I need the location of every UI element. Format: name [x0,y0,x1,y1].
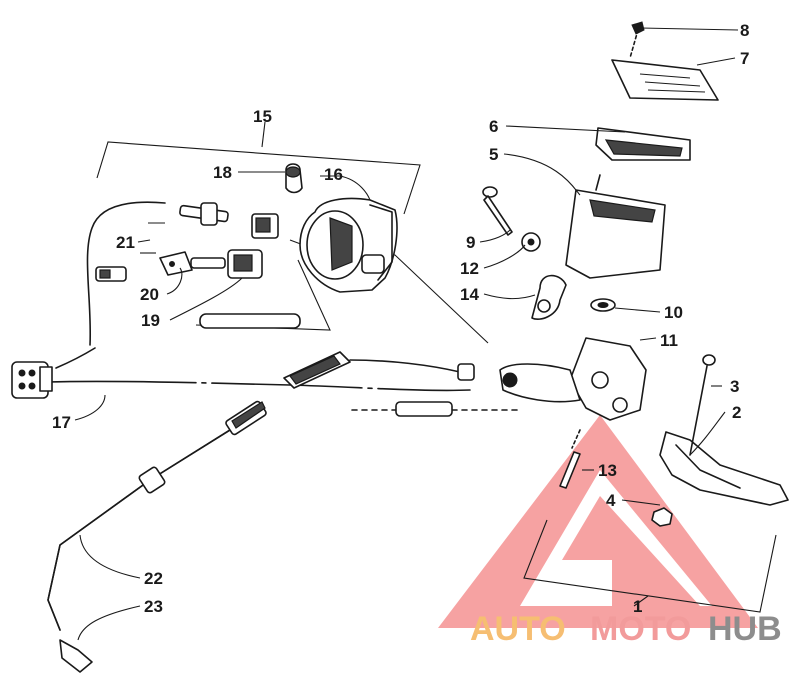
master-cylinder-body [499,337,647,421]
reservoir-grommet [590,298,616,312]
watermark-text-auto: AUTO [470,610,566,648]
switch-housing [299,197,398,293]
switch-parts-cluster [95,202,301,329]
assembly-bracket-1 [523,519,777,613]
callout-17: 17 [52,413,71,432]
watermark-triangle [438,415,758,628]
callout-23: 23 [144,597,163,616]
connector-plug [11,361,53,399]
banjo-fitting [59,639,93,673]
switch-knob [285,163,303,194]
reservoir-gasket [595,127,691,161]
reservoir-cover-plate [611,59,719,101]
watermark-text-moto: MOTO [590,610,691,648]
brake-lever [659,431,789,506]
lever-pivot-bolt [689,354,716,456]
callout-3: 3 [730,377,739,396]
watermark-logo: AUTO MOTO HUB [438,415,782,648]
clamp-washer [521,232,541,252]
reservoir-screw [629,21,645,59]
assembly-bracket-15 [96,141,421,215]
callout-16: 16 [324,165,343,184]
handlebar-clamp [531,274,567,320]
callout-10: 10 [664,303,683,322]
callout-1: 1 [633,597,642,616]
callout-21: 21 [116,233,135,252]
callout-14: 14 [460,285,479,304]
control-cable [283,351,475,417]
mounting-screw [559,429,581,489]
callout-7: 7 [740,49,749,68]
watermark-text-hub: HUB [708,610,782,648]
callout-11: 11 [660,331,678,350]
callout-4: 4 [606,491,616,510]
callout-15: 15 [253,107,272,126]
callout-labels: 1 2 3 4 5 6 7 8 9 10 11 12 13 14 15 16 1… [52,21,749,616]
leader-lines [74,27,739,641]
callout-2: 2 [732,403,741,422]
callout-18: 18 [213,163,232,182]
callout-5: 5 [489,145,498,164]
callout-13: 13 [598,461,617,480]
callout-8: 8 [740,21,749,40]
brake-hose [47,400,267,631]
callout-12: 12 [460,259,479,278]
callout-9: 9 [466,233,475,252]
callout-22: 22 [144,569,163,588]
callout-6: 6 [489,117,498,136]
callout-20: 20 [140,285,159,304]
reservoir-body [565,174,666,279]
lever-nut [651,507,673,527]
clamp-bolt [482,186,513,236]
callout-19: 19 [141,311,160,330]
